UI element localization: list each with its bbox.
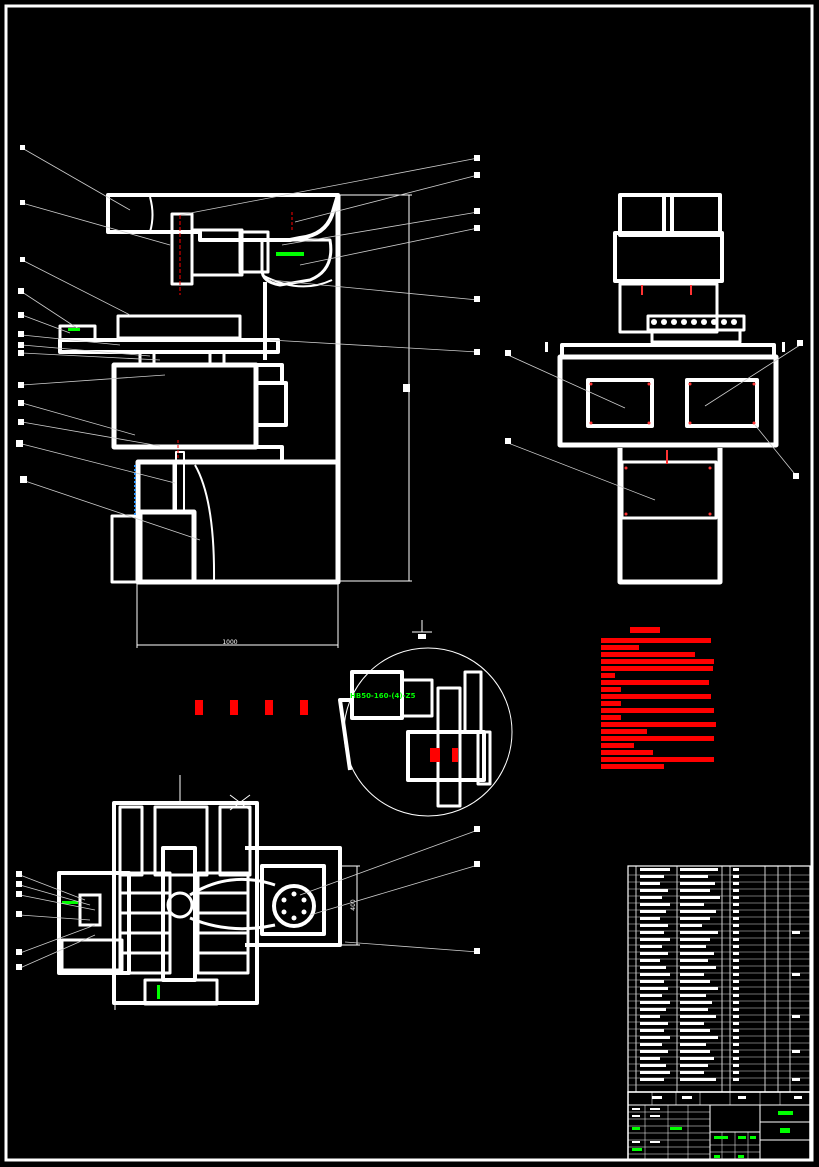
title-block [627, 1091, 811, 1161]
top-leaders [19, 829, 479, 969]
side-leaders [507, 344, 801, 501]
top-balloons [16, 826, 480, 970]
detail-view: HB50-160-(4)-Z5 [338, 620, 513, 817]
title-block-text [632, 1096, 802, 1143]
front-width-dimension: 1000 [222, 639, 237, 646]
dimension-tick-height [403, 384, 410, 392]
sheet-border [4, 4, 814, 1162]
top-view [57, 801, 342, 1006]
view-caption [195, 700, 308, 715]
top-width-dimension: 400 [350, 899, 357, 911]
side-view-details [589, 285, 756, 516]
title-block-highlights [632, 1111, 793, 1158]
technical-requirements [601, 627, 716, 769]
front-view [58, 193, 341, 585]
detail-part-code: HB50-160-(4)-Z5 [350, 692, 416, 700]
front-leaders [21, 147, 479, 541]
side-balloons [505, 340, 803, 479]
top-view-details [62, 891, 307, 999]
side-view [557, 193, 779, 585]
side-view-teeth [545, 319, 785, 352]
front-highlights [68, 212, 304, 515]
parts-list-entries [640, 868, 800, 1081]
front-balloons [16, 145, 480, 483]
top-dimensions [114, 775, 360, 1010]
